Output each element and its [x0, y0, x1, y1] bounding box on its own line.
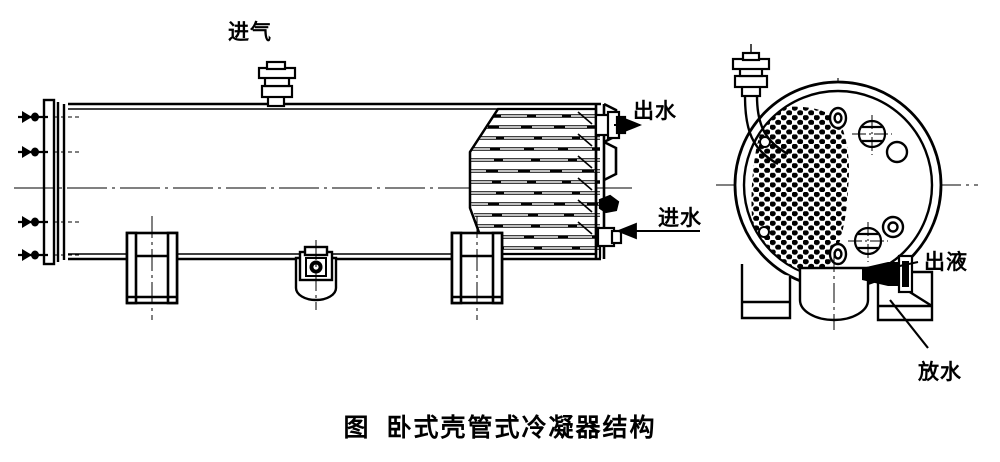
- label-water-inlet: 进水: [658, 206, 702, 230]
- caption-figure-prefix: 图: [343, 413, 371, 442]
- head-bolt-hole-lower-right: [881, 215, 905, 239]
- end-view-support-left: [740, 264, 792, 320]
- head-top-nozzle: [828, 106, 848, 130]
- head-bottom-nozzle: [828, 242, 848, 266]
- label-water-outlet: 出水: [633, 99, 677, 123]
- head-bolt-hole-upper-right: [885, 140, 909, 164]
- label-gas-inlet: 进气: [228, 20, 272, 44]
- head-bolt-hole-lower-left: [758, 226, 770, 238]
- drain-valve-leader: [889, 299, 929, 349]
- head-bolt-hole-upper-left: [759, 136, 771, 148]
- left-tube-sheet-flange: [42, 98, 66, 266]
- water-inlet-nozzle: [596, 194, 623, 258]
- label-liquid-outlet: 出液: [924, 250, 968, 274]
- figure-caption: 图卧式壳管式冷凝器结构: [0, 408, 1000, 444]
- head-upper-fitting: [852, 115, 892, 155]
- caption-figure-title: 卧式壳管式冷凝器结构: [386, 413, 657, 442]
- liquid-outlet-leader: [871, 261, 919, 273]
- gas-inlet-nozzle: [257, 60, 297, 108]
- tube-sheet-holes: [751, 106, 849, 278]
- head-lower-fitting: [848, 222, 888, 262]
- end-view-inlet-valve: [731, 44, 771, 98]
- flange-stud-bolts: [18, 111, 80, 261]
- end-view-inlet-pipe: [743, 95, 789, 166]
- label-water-drain: 放水: [918, 360, 962, 384]
